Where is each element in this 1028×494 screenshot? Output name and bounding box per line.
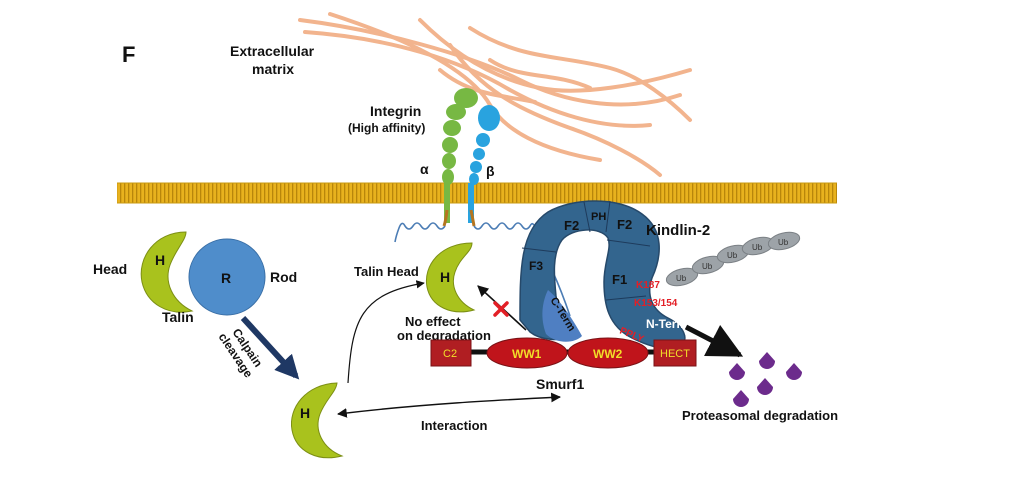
ubiquitin-5	[767, 231, 801, 251]
rod-label: Rod	[270, 269, 297, 285]
plasma-membrane	[117, 183, 837, 203]
integrin-affinity-label: (High affinity)	[348, 121, 425, 135]
degradation-arrow	[684, 324, 744, 358]
kindlin-f2-left: F2	[564, 218, 579, 233]
smurf1-ww1-label: WW1	[512, 347, 542, 361]
ub-label-4: Ub	[752, 243, 763, 252]
talin-label: Talin	[162, 309, 194, 325]
lysine-k153-154: K153/154	[634, 298, 678, 309]
integrin-beta-subunit	[468, 105, 500, 223]
smurf1-ww2-label: WW2	[593, 347, 623, 361]
ecm-label-line1: Extracellular	[230, 43, 315, 59]
ecm-label-line2: matrix	[252, 61, 294, 77]
bound-talin-head-letter: H	[440, 269, 450, 285]
ub-label-1: Ub	[676, 274, 687, 283]
cleaved-talin-head-letter: H	[300, 405, 310, 421]
smurf1-hect-label: HECT	[660, 348, 690, 360]
no-effect-label-line2: on degradation	[397, 328, 491, 343]
kindlin-f2-right: F2	[617, 217, 632, 232]
ecm-fibers	[298, 12, 692, 177]
block-x-icon	[493, 301, 509, 317]
no-effect-label-line1: No effect	[405, 314, 461, 329]
talin-rod	[188, 238, 266, 316]
kindlin-body	[519, 200, 686, 350]
interaction-arrow	[337, 392, 561, 418]
alpha-label: α	[420, 161, 429, 177]
degradation-fragments	[729, 352, 802, 407]
beta-label: β	[486, 163, 495, 179]
smurf1-label: Smurf1	[536, 376, 584, 392]
smurf1-ww2-domain	[567, 337, 649, 369]
smurf1: C2 WW1 WW2 HECT	[430, 337, 697, 369]
recruitment-arrow	[347, 280, 425, 384]
integrin-bound-talin-head	[425, 242, 476, 313]
smurf1-c2-label: C2	[443, 348, 457, 360]
panel-letter: F	[122, 42, 135, 67]
ubiquitin-chain: Ub Ub Ub Ub Ub	[665, 231, 801, 287]
ub-label-3: Ub	[727, 251, 738, 260]
kindlin-n-term-label: N-Term	[646, 317, 687, 331]
talin-head-crescent	[140, 231, 194, 313]
proteasomal-degradation-label: Proteasomal degradation	[682, 408, 838, 423]
cleaved-talin-head	[290, 382, 344, 459]
talin-head-letter: H	[155, 252, 165, 268]
talin-head-label: Talin Head	[354, 264, 419, 279]
kindlin-f3: F3	[529, 259, 543, 273]
kindlin-f1: F1	[612, 272, 627, 287]
head-label: Head	[93, 261, 127, 277]
integrin-label: Integrin	[370, 103, 421, 119]
talin-rod-letter: R	[221, 270, 231, 286]
ub-label-5: Ub	[778, 238, 789, 247]
ub-label-2: Ub	[702, 262, 713, 271]
interaction-label: Interaction	[421, 418, 488, 433]
kindlin-2-label: Kindlin-2	[646, 222, 710, 239]
integrin	[442, 88, 500, 227]
smurf1-c2-domain	[430, 339, 472, 367]
kindlin-2	[519, 200, 686, 350]
talin-full-length: H R	[140, 231, 266, 316]
lysine-k187: K187	[636, 280, 660, 291]
kindlin-ph: PH	[591, 211, 606, 223]
smurf1-ww1-domain	[486, 337, 568, 369]
smurf1-hect-domain	[653, 339, 697, 367]
calpain-cleavage-arrow	[240, 315, 300, 380]
kindlin-c-term	[542, 290, 582, 342]
integrin-alpha-subunit	[442, 88, 478, 223]
